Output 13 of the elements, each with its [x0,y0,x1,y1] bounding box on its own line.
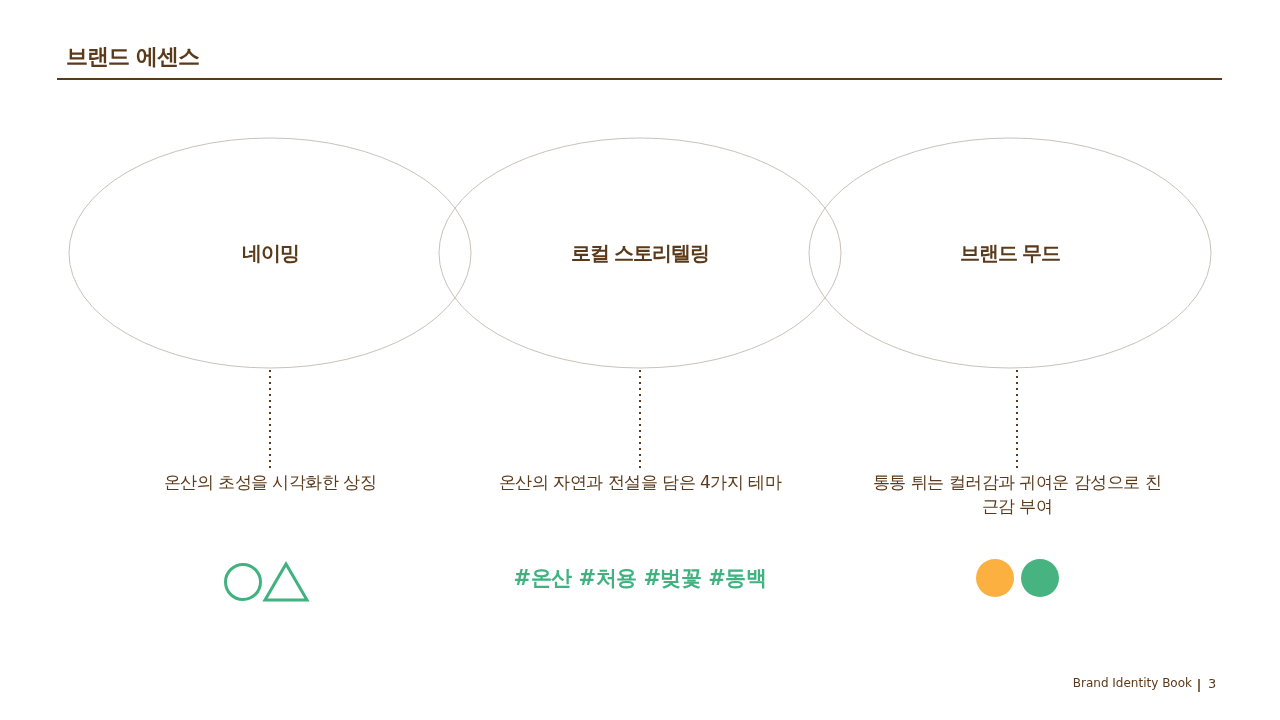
description-text: 온산의 자연과 전설을 담은 4가지 테마 [490,470,790,494]
ellipse-node: 로컬 스토리텔링 [438,137,842,369]
ellipse-node: 브랜드 무드 [808,137,1212,369]
page-title: 브랜드 에센스 [66,43,199,71]
dotted-connector [1016,369,1018,470]
hashtag-text: #온산 #처용 #벚꽃 #동백 [512,565,768,592]
page-number: 3 [1208,676,1217,691]
description-text: 통통 튀는 컬러감과 귀여운 감성으로 친근감 부여 [867,470,1167,518]
description-text: 온산의 초성을 시각화한 상징 [140,470,400,494]
footer-text: Brand Identity Book [1071,676,1192,690]
dotted-connector [639,369,641,470]
dotted-connector [269,369,271,470]
ellipse-node: 네이밍 [68,137,472,369]
